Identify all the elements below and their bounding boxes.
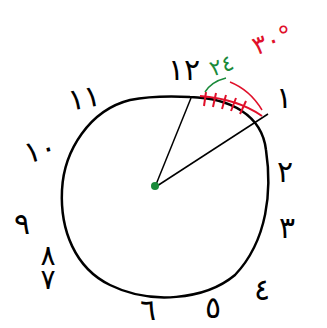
clock-numeral: ٨ [40, 242, 55, 270]
clock-numeral: ٣٠° [248, 21, 295, 59]
green-arc [205, 78, 226, 92]
clock-numeral: ٦ [140, 295, 156, 325]
minute-hand [155, 98, 191, 187]
hour-hand [157, 114, 268, 186]
center-dot [151, 182, 159, 190]
clock-numeral: ٩ [14, 209, 30, 239]
arc-ticks [204, 92, 246, 114]
clock-numeral: ٥ [205, 293, 221, 323]
clock-numeral: ٣ [279, 213, 295, 243]
clock-numeral: ١٢ [168, 55, 200, 85]
clock-numeral: ٤ [254, 275, 270, 305]
clock-numeral: ١١ [66, 80, 103, 115]
clock-numeral: ٢ [277, 157, 293, 187]
angle-arc [200, 96, 262, 116]
clock-numeral: ١٠ [21, 131, 60, 168]
clock-numeral: ٢٤ [207, 52, 237, 81]
clock-numeral: ٧ [40, 266, 55, 294]
clock-face [62, 96, 269, 297]
angle-arc-outer [230, 82, 262, 110]
clock-numeral: ١ [276, 83, 292, 113]
